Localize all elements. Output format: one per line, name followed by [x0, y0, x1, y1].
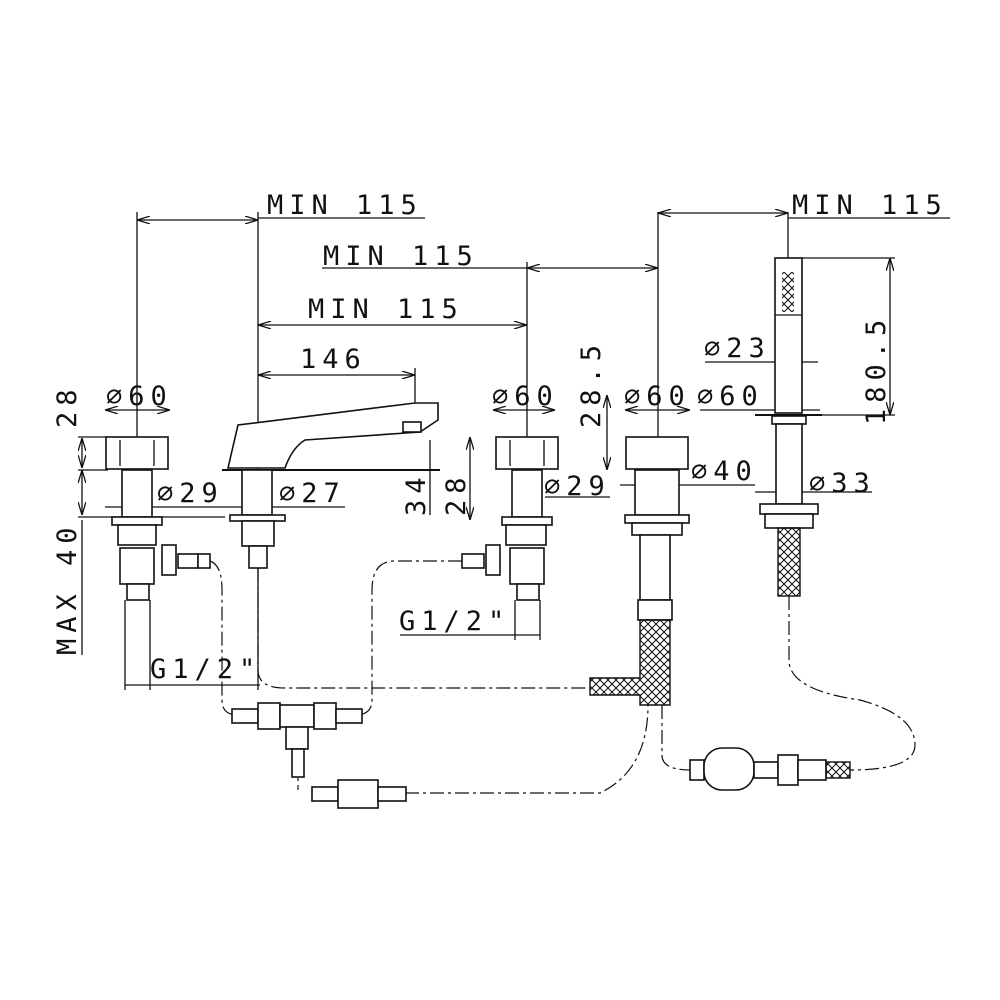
dim-holder-stem-dia: ⌀33 — [809, 468, 876, 499]
dim-thread-right: G1/2" — [399, 606, 510, 637]
hoses — [209, 560, 916, 794]
right-valve — [461, 436, 559, 601]
handshower — [755, 257, 822, 597]
dim-left-handle-dia: ⌀60 — [106, 381, 173, 412]
left-valve — [105, 436, 211, 601]
dim-min-115-top-right: MIN 115 — [792, 190, 948, 221]
diverter — [589, 436, 690, 706]
dim-right-stem-dia: ⌀29 — [544, 471, 611, 502]
dim-min-115-mid-lower: MIN 115 — [308, 294, 464, 325]
dim-thread-left: G1/2" — [150, 654, 261, 685]
dim-holder-dia: ⌀60 — [697, 381, 764, 412]
dim-left-stem-dia: ⌀29 — [157, 478, 224, 509]
dim-left-handle-height: 28 — [52, 383, 83, 428]
dim-min-115-mid-upper: MIN 115 — [323, 241, 479, 272]
dimension-lines — [78, 213, 950, 690]
dim-spout-base-dia: ⌀27 — [279, 478, 346, 509]
dim-shower-dia: ⌀23 — [704, 333, 771, 364]
hose-connector — [689, 747, 851, 791]
dim-min-115-top-left: MIN 115 — [267, 190, 423, 221]
dim-right-handle-dia: ⌀60 — [492, 381, 559, 412]
dimension-labels: MIN 115 MIN 115 MIN 115 146 MIN 115 ⌀60 … — [52, 190, 948, 685]
dim-spout-height: 34 — [401, 471, 432, 516]
dim-diverter-height: 28.5 — [576, 339, 607, 428]
tee-connector — [231, 702, 407, 809]
dim-spout-base-height: 28 — [441, 471, 472, 516]
dim-spout-146: 146 — [300, 344, 367, 375]
spout — [222, 402, 440, 569]
dim-shower-length: 180.5 — [861, 314, 892, 425]
dim-diverter-stem-dia: ⌀40 — [691, 456, 758, 487]
dim-max-40: MAX 40 — [52, 521, 83, 655]
dim-diverter-dia: ⌀60 — [624, 381, 691, 412]
